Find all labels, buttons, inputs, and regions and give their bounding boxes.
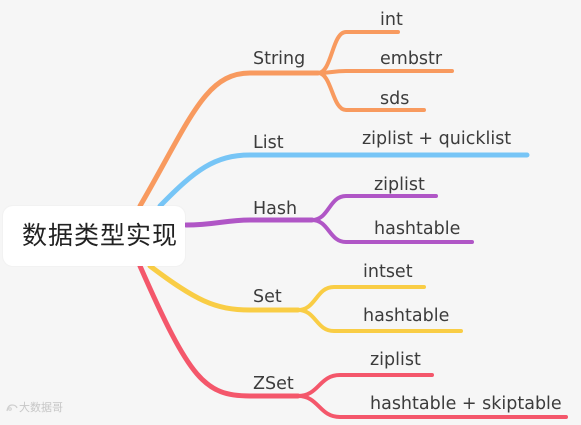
watermark-logo-icon — [6, 404, 18, 412]
branch-label-string: String — [253, 49, 306, 69]
branch-label-set: Set — [253, 287, 282, 307]
branch-connector-hash — [183, 217, 315, 228]
leaf-connector-set-hashtable — [296, 308, 463, 333]
leaf-connector-hash-hashtable — [310, 218, 474, 244]
watermark-text: 大数据哥 — [19, 401, 63, 414]
branch-connector-set — [147, 263, 301, 313]
root-node — [3, 206, 185, 266]
branch-label-list: List — [253, 133, 284, 153]
leaf-label-hash-hashtable: hashtable — [374, 219, 461, 239]
leaf-label-ziplist-quicklist: ziplist + quicklist — [362, 129, 512, 149]
leaf-label-hash-ziplist: ziplist — [374, 175, 425, 195]
root-node-label: 数据类型实现 — [22, 221, 179, 250]
leaf-connector-string-embstr — [316, 69, 454, 75]
branch-connector-string — [137, 70, 321, 209]
leaf-connector-hash-ziplist — [310, 194, 438, 222]
branch-connector-zset — [137, 263, 301, 399]
leaf-label-hashtable-skiptable: hashtable + skiptable — [370, 394, 562, 414]
leaf-label-set-hashtable: hashtable — [363, 306, 450, 326]
leaf-connector-string-sds — [316, 71, 426, 112]
leaf-label-sds: sds — [380, 89, 410, 109]
leaf-connector-zset-hashtable-skiptable — [296, 394, 568, 419]
leaf-label-int: int — [380, 10, 403, 30]
branch-label-hash: Hash — [253, 199, 298, 219]
leaf-label-intset: intset — [363, 262, 413, 282]
branch-label-zset: ZSet — [253, 374, 294, 394]
branch-connector-list — [157, 152, 530, 209]
leaf-label-zset-ziplist: ziplist — [370, 350, 421, 370]
leaf-label-embstr: embstr — [380, 49, 443, 69]
